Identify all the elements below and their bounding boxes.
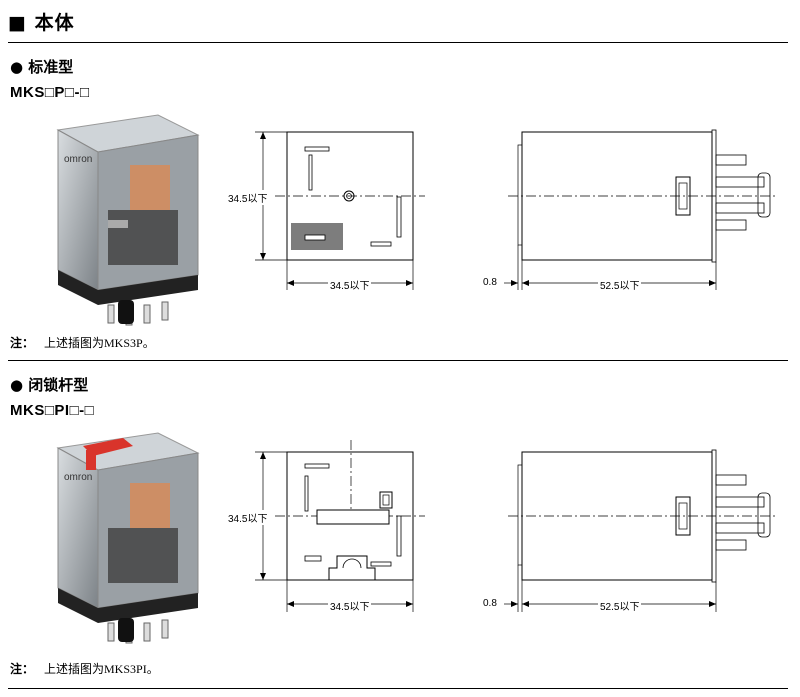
standard-type-title: ● 标准型 bbox=[10, 58, 74, 76]
bottom-divider bbox=[8, 688, 788, 689]
side-view-standard bbox=[504, 129, 778, 290]
note-text: 上述插图为MKS3PI。 bbox=[44, 662, 159, 676]
note-label: 注： bbox=[10, 336, 35, 350]
gap-dimension-label: 0.8 bbox=[483, 277, 497, 288]
relay-photo-standard: omron bbox=[56, 114, 200, 326]
brand-label: omron bbox=[64, 154, 92, 165]
relay-photo-latch: omron bbox=[56, 432, 200, 644]
section-title: ■ 本体 bbox=[8, 12, 75, 34]
width-dimension-label: 34.5以下 bbox=[328, 277, 372, 292]
latch-model-code: MKS□PI□-□ bbox=[10, 402, 95, 419]
height-dimension-label: 34.5以下 bbox=[228, 510, 268, 525]
brand-label: omron bbox=[64, 472, 92, 483]
front-view-standard bbox=[255, 131, 425, 290]
note-text: 上述插图为MKS3P。 bbox=[44, 336, 155, 350]
latch-type-title: ● 闭锁杆型 bbox=[10, 376, 89, 394]
depth-dimension-label: 52.5以下 bbox=[598, 598, 642, 613]
standard-model-code: MKS□P□-□ bbox=[10, 84, 90, 101]
side-view-latch bbox=[504, 449, 778, 612]
header-divider bbox=[8, 42, 788, 43]
latch-note: 注： 上述插图为MKS3PI。 bbox=[10, 660, 159, 677]
standard-note: 注： 上述插图为MKS3P。 bbox=[10, 334, 155, 351]
front-view-latch bbox=[255, 440, 425, 612]
depth-dimension-label: 52.5以下 bbox=[598, 277, 642, 292]
gap-dimension-label: 0.8 bbox=[483, 598, 497, 609]
width-dimension-label: 34.5以下 bbox=[328, 598, 372, 613]
height-dimension-label: 34.5以下 bbox=[228, 190, 268, 205]
section-divider bbox=[8, 360, 788, 361]
note-label: 注： bbox=[10, 662, 35, 676]
